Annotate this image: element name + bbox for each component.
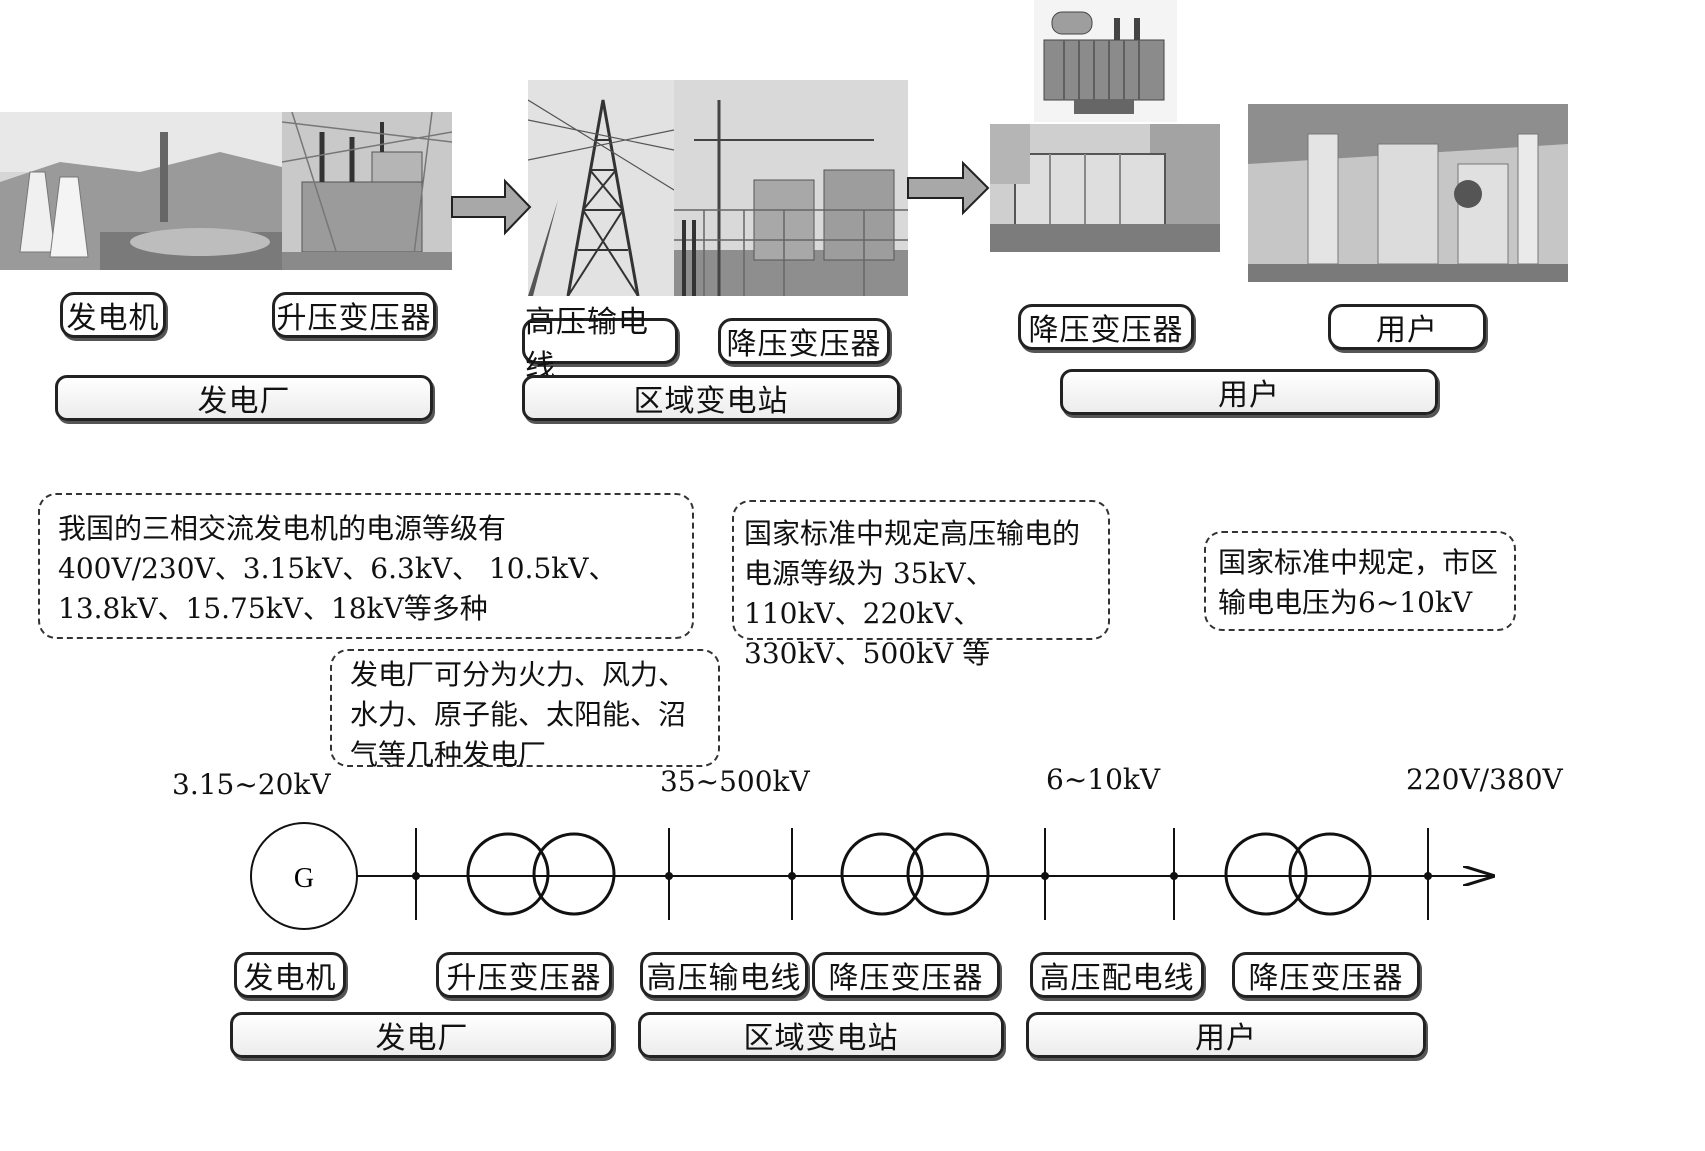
substation-group-bottom: 区域变电站 — [638, 1012, 1004, 1058]
step-down-label-bottom-2: 降压变压器 — [1232, 952, 1420, 998]
voltage-user: 220V/380V — [1406, 763, 1563, 796]
step-down-transformer-symbol-1 — [840, 832, 990, 916]
user-group-top: 用户 — [1060, 369, 1438, 415]
busbar-6 — [1424, 828, 1432, 920]
generator-label-bottom: 发电机 — [234, 952, 346, 998]
generator-symbol-letter: G — [294, 863, 314, 894]
step-down-label-bottom-1: 降压变压器 — [812, 952, 1000, 998]
step-down-transformer-symbol-2 — [1224, 832, 1372, 916]
pole-transformer-photo — [1034, 0, 1177, 122]
hv-distribution-label-bottom: 高压配电线 — [1030, 952, 1204, 998]
power-plant-group-bottom: 发电厂 — [230, 1012, 614, 1058]
busbar-3 — [788, 828, 796, 920]
busbar-5 — [1170, 828, 1178, 920]
plant-types-note: 发电厂可分为火力、风力、水力、原子能、太阳能、沼气等几种发电厂 — [330, 649, 720, 771]
flow-arrow-1 — [451, 178, 532, 236]
generator-symbol: G — [250, 822, 358, 930]
step-up-transformer-photo — [282, 112, 452, 270]
box-substation-photo — [990, 124, 1220, 252]
hv-line-label-top: 高压输电线 — [522, 305, 678, 384]
step-up-transformer-symbol — [466, 832, 616, 916]
power-plant-group-top: 发电厂 — [55, 375, 433, 421]
generator-label-top: 发电机 — [60, 292, 166, 338]
hv-line-label-bottom: 高压输电线 — [640, 952, 808, 998]
transmission-tower-photo — [528, 80, 674, 296]
step-up-label-bottom: 升压变压器 — [436, 952, 612, 998]
flow-arrow-2 — [907, 160, 990, 216]
factory-user-photo — [1248, 104, 1568, 282]
busbar-1 — [412, 828, 420, 920]
voltage-distribution: 6~10kV — [1046, 763, 1161, 796]
step-up-label-top: 升压变压器 — [272, 292, 436, 338]
substation-group-top: 区域变电站 — [522, 375, 900, 421]
voltage-transmission: 35~500kV — [660, 765, 810, 798]
generator-voltage-note: 我国的三相交流发电机的电源等级有400V/230V、3.15kV、6.3kV、 … — [38, 493, 694, 639]
busbar-2 — [665, 828, 673, 920]
substation-photo — [674, 80, 908, 296]
hv-standard-note: 国家标准中规定高压输电的电源等级为 35kV、110kV、220kV、330kV… — [732, 500, 1110, 670]
step-down-label-top-1: 降压变压器 — [718, 318, 890, 364]
user-label-top: 用户 — [1328, 304, 1486, 350]
step-down-label-top-2: 降压变压器 — [1018, 304, 1194, 350]
busbar-4 — [1041, 828, 1049, 920]
voltage-generator: 3.15~20kV — [172, 768, 331, 801]
power-plant-photo — [0, 112, 282, 270]
user-group-bottom: 用户 — [1026, 1012, 1426, 1058]
city-standard-note: 国家标准中规定，市区输电电压为6~10kV — [1204, 531, 1516, 631]
